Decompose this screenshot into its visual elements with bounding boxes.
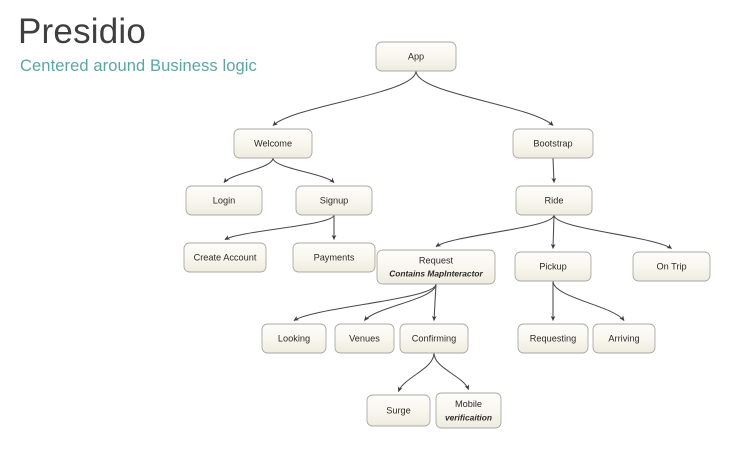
node-label-signup: Signup bbox=[320, 195, 349, 205]
node-box-bootstrap bbox=[512, 128, 594, 159]
node-looking[interactable]: Looking bbox=[261, 323, 327, 354]
node-label-login: Login bbox=[213, 195, 235, 205]
edge-request-to-venues bbox=[364, 283, 437, 321]
node-box-request bbox=[376, 249, 496, 285]
node-label-create: Create Account bbox=[194, 252, 257, 262]
node-label-ride: Ride bbox=[545, 195, 564, 205]
node-label-ontrip: On Trip bbox=[656, 261, 686, 271]
edge-app-to-bootstrap bbox=[415, 70, 554, 126]
title-block: Presidio Centered around Business logic bbox=[18, 12, 257, 76]
node-label-confirming: Confirming bbox=[412, 333, 456, 343]
node-ride[interactable]: Ride bbox=[515, 185, 593, 216]
edge-bootstrap-to-ride bbox=[551, 157, 557, 184]
node-app[interactable]: App bbox=[375, 41, 457, 72]
edge-ride-to-request bbox=[435, 214, 555, 247]
node-box-looking bbox=[261, 323, 327, 354]
node-label-payments: Payments bbox=[314, 252, 355, 262]
node-create[interactable]: Create Account bbox=[183, 242, 267, 273]
node-sublabel-mobile: verificaition bbox=[445, 412, 492, 422]
edge-confirming-to-surge bbox=[397, 352, 435, 393]
node-signup[interactable]: Signup bbox=[295, 185, 373, 216]
edge-welcome-to-login bbox=[223, 157, 274, 183]
node-ontrip[interactable]: On Trip bbox=[632, 251, 711, 282]
edge-request-to-confirming bbox=[431, 283, 437, 322]
node-requesting[interactable]: Requesting bbox=[517, 323, 589, 354]
node-box-welcome bbox=[233, 128, 313, 159]
node-arriving[interactable]: Arriving bbox=[592, 323, 656, 354]
node-venues[interactable]: Venues bbox=[334, 323, 395, 354]
node-label-mobile: Mobile bbox=[455, 399, 482, 409]
node-box-requesting bbox=[517, 323, 589, 354]
node-box-mobile bbox=[435, 392, 502, 429]
edge-request-to-looking bbox=[293, 283, 437, 321]
node-label-pickup: Pickup bbox=[539, 261, 567, 271]
node-label-venues: Venues bbox=[349, 333, 380, 343]
edge-welcome-to-signup bbox=[272, 157, 335, 183]
node-label-welcome: Welcome bbox=[254, 138, 292, 148]
node-box-login bbox=[185, 185, 263, 216]
node-label-requesting: Requesting bbox=[530, 333, 576, 343]
node-box-signup bbox=[295, 185, 373, 216]
node-label-request: Request bbox=[419, 256, 454, 266]
node-login[interactable]: Login bbox=[185, 185, 263, 216]
node-box-ride bbox=[515, 185, 593, 216]
node-bootstrap[interactable]: Bootstrap bbox=[512, 128, 594, 159]
page-title: Presidio bbox=[18, 12, 147, 51]
edge-app-to-welcome bbox=[272, 70, 417, 126]
node-box-confirming bbox=[399, 323, 469, 354]
edge-layer bbox=[223, 70, 672, 393]
node-box-payments bbox=[292, 242, 376, 273]
node-box-ontrip bbox=[632, 251, 711, 282]
node-mobile[interactable]: Mobile verificaition bbox=[435, 392, 502, 429]
node-welcome[interactable]: Welcome bbox=[233, 128, 313, 159]
node-box-pickup bbox=[514, 251, 592, 282]
node-label-surge: Surge bbox=[386, 405, 411, 415]
node-box-surge bbox=[366, 394, 431, 427]
node-box-create bbox=[183, 242, 267, 273]
node-box-venues bbox=[334, 323, 395, 354]
page-subtitle: Centered around Business logic bbox=[20, 56, 257, 75]
edge-pickup-to-arriving bbox=[552, 280, 625, 321]
edge-ride-to-pickup bbox=[550, 214, 556, 250]
node-label-app: App bbox=[408, 51, 424, 61]
edge-ride-to-ontrip bbox=[553, 214, 672, 249]
node-sublabel-request: Contains MapInteractor bbox=[389, 269, 483, 279]
node-label-looking: Looking bbox=[278, 333, 310, 343]
edge-confirming-to-mobile bbox=[433, 352, 470, 391]
edge-signup-to-create bbox=[224, 214, 335, 240]
node-label-arriving: Arriving bbox=[608, 333, 639, 343]
node-label-bootstrap: Bootstrap bbox=[533, 138, 572, 148]
node-payments[interactable]: Payments bbox=[292, 242, 376, 273]
node-confirming[interactable]: Confirming bbox=[399, 323, 469, 354]
node-pickup[interactable]: Pickup bbox=[514, 251, 592, 282]
node-box-arriving bbox=[592, 323, 656, 354]
node-surge[interactable]: Surge bbox=[366, 394, 431, 427]
node-box-app bbox=[375, 41, 457, 72]
